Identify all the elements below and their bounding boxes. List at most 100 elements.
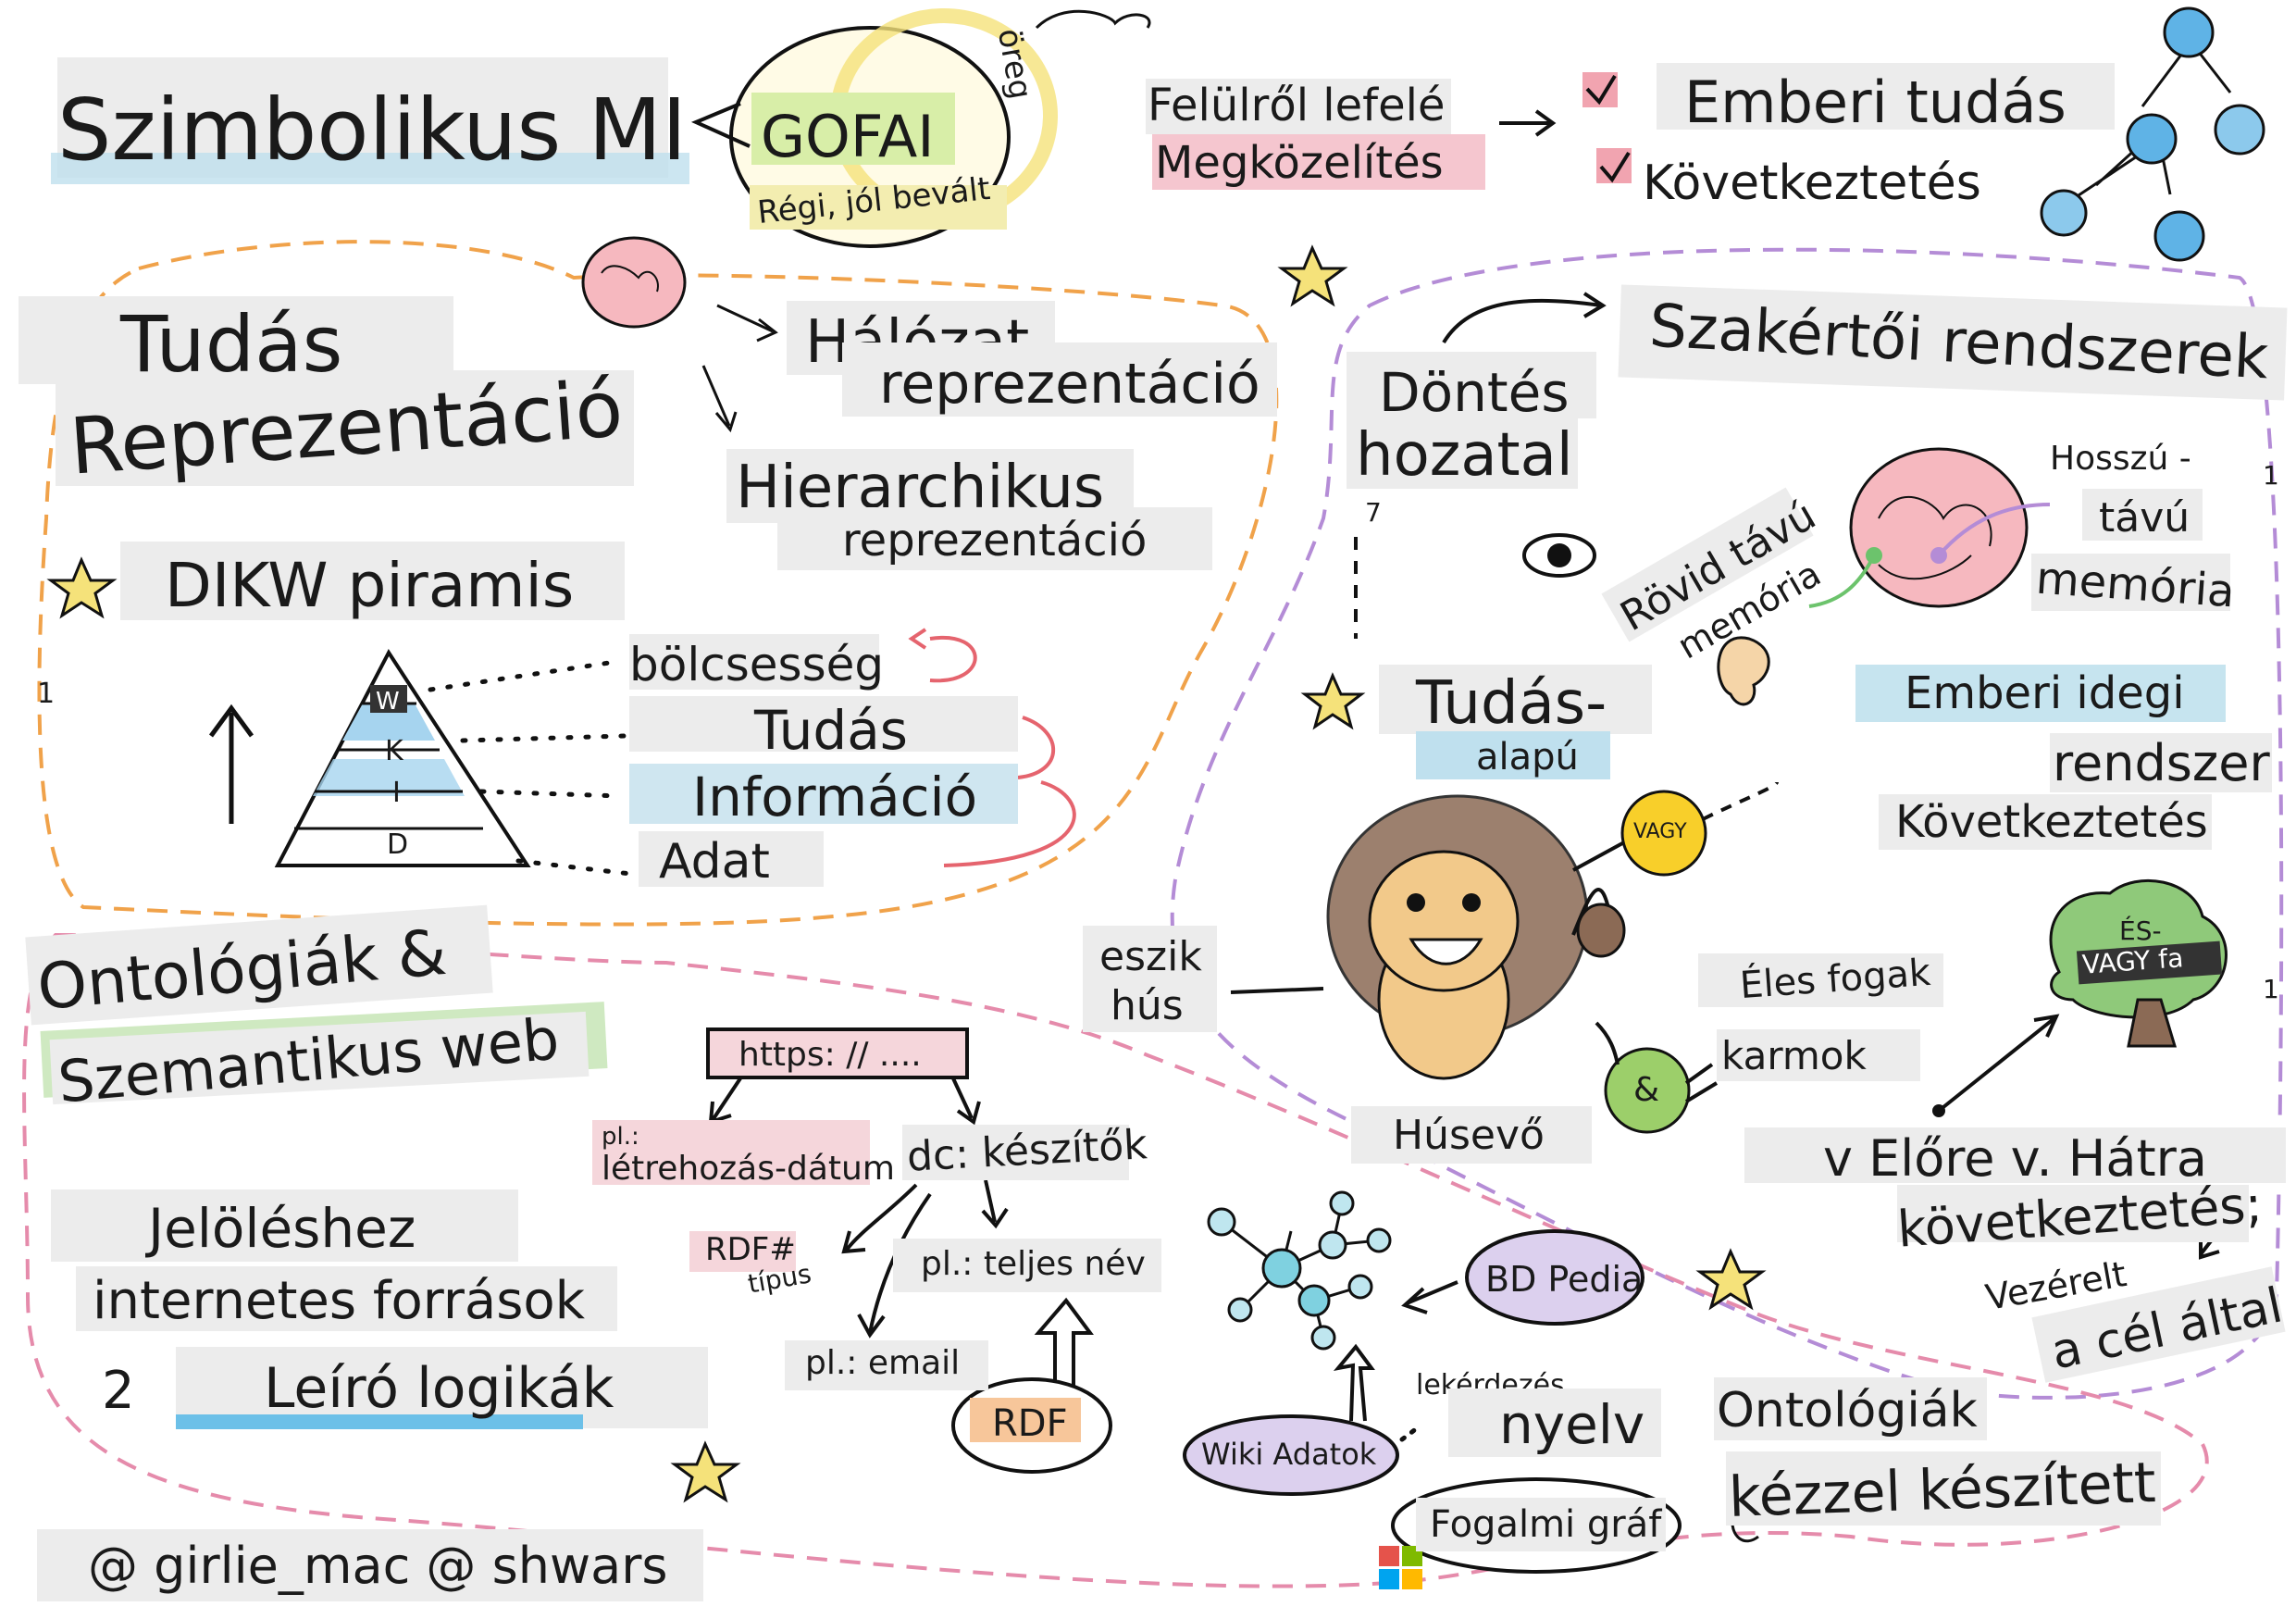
human-knowledge-highlight	[1657, 63, 2115, 130]
lion-icon	[1326, 794, 1626, 1080]
eye-icon	[1522, 533, 1596, 578]
wisdom-highlight	[629, 634, 879, 690]
logic-underline	[176, 1414, 583, 1429]
neural-1: Emberi idegi	[1905, 667, 2185, 719]
level-knowledge: Tudás	[754, 699, 908, 762]
kb-1: Tudás-	[1416, 669, 1607, 738]
chain-highlight-2	[1897, 1185, 2249, 1242]
star-icon-2	[46, 556, 118, 619]
neural-2: rendszer	[2053, 734, 2270, 792]
inference-top: Következtetés	[1643, 156, 1981, 211]
hier-label-2: reprezentáció	[842, 515, 1148, 567]
long-memory-dot	[1930, 547, 1947, 564]
chain-highlight	[1744, 1127, 2286, 1183]
dc-highlight	[902, 1125, 1129, 1180]
onto-num: 2	[102, 1361, 135, 1421]
rdf-label: RDF	[992, 1402, 1068, 1445]
arrow-url-left	[708, 1077, 742, 1125]
topdown-line1: Felülről lefelé	[1148, 80, 1446, 131]
email: pl.: email	[805, 1344, 961, 1382]
topdown-line2: Megközelítés	[1155, 137, 1444, 189]
and-label: &	[1633, 1071, 1660, 1109]
level-wisdom: bölcsesség	[629, 638, 885, 691]
dc-label: dc: készítők	[905, 1121, 1148, 1181]
curl-arrow	[1035, 9, 1151, 30]
memory-brain-icon	[1849, 447, 2029, 608]
wiki-label: Wiki Adatok	[1201, 1437, 1377, 1472]
arrow-decision-expert	[1442, 292, 1607, 344]
credits-highlight	[37, 1529, 703, 1601]
inference-expert: Következtetés	[1895, 796, 2208, 848]
title-underline	[51, 153, 689, 184]
gofai-label: GOFAI	[761, 103, 935, 170]
knowledge-graph-icon	[1207, 1190, 1392, 1351]
email-highlight	[785, 1340, 988, 1390]
eats-1: eszik	[1099, 933, 1202, 980]
hier-highlight-2	[777, 507, 1212, 570]
or-node	[1620, 790, 1707, 877]
side-mark-7: 7	[1365, 497, 1382, 528]
kb-highlight-2	[1416, 731, 1610, 779]
decision-highlight-2	[1347, 417, 1578, 489]
up-arrow	[208, 704, 254, 824]
kr-title-1: Tudás	[120, 299, 343, 390]
topdown-highlight-2	[1152, 134, 1485, 190]
data-highlight	[639, 831, 824, 887]
credits: @ girlie_mac @ shwars	[88, 1537, 668, 1595]
ontology-region-outline	[22, 932, 2209, 1588]
fullname: pl.: teljes név	[921, 1245, 1146, 1283]
arrow-wiki-graph	[1333, 1343, 1375, 1422]
carnivore-highlight	[1351, 1106, 1592, 1164]
check-icon-2	[1599, 151, 1631, 183]
markup-highlight	[51, 1189, 518, 1262]
edge-eats	[1230, 987, 1324, 994]
short-memory-link	[1808, 554, 1876, 608]
ear-icon	[1717, 636, 1770, 706]
level-information: Információ	[692, 766, 978, 828]
star-icon-1	[1277, 244, 1348, 307]
star-icon-3	[1300, 672, 1366, 730]
rdftype-1: RDF#	[705, 1231, 796, 1268]
star-icon-4	[1695, 1248, 1767, 1311]
long-memory-highlight-2	[2031, 554, 2230, 611]
dikw-title: DIKW piramis	[165, 550, 575, 621]
arrow-chain-dot	[1932, 1104, 1945, 1117]
query-2: nyelv	[1499, 1393, 1645, 1456]
human-knowledge: Emberi tudás	[1684, 68, 2066, 136]
onto-hand-highlight	[1714, 1377, 1987, 1440]
markup-1: Jelöléshez	[148, 1197, 416, 1260]
eats-2: hús	[1111, 982, 1184, 1029]
neural-highlight	[1855, 665, 2226, 722]
inference-highlight	[1879, 794, 2212, 850]
carnivore: Húsevő	[1393, 1112, 1545, 1159]
gofai-sub-highlight	[750, 185, 1007, 230]
dbpedia-bubble	[1465, 1229, 1644, 1326]
page-title: Szimbolikus MI	[57, 81, 688, 180]
pyramid-letter-w: W	[376, 688, 400, 716]
windows-logo-icon	[1379, 1546, 1422, 1589]
brain-icon	[581, 236, 687, 329]
claws: karmok	[1721, 1033, 1867, 1078]
edge-or	[1572, 841, 1625, 872]
eats-highlight	[1083, 926, 1217, 1032]
short-memory-dot	[1866, 547, 1882, 564]
tree-2: VAGY fa	[2080, 942, 2185, 980]
network-highlight-2	[842, 342, 1277, 417]
wiki-bubble	[1183, 1414, 1399, 1496]
side-mark-1b: 1	[2263, 460, 2279, 491]
check-icon-1	[1585, 74, 1617, 106]
arrow-dc-fullname	[981, 1179, 1009, 1229]
graph-label: Fogalmi gráf	[1430, 1503, 1662, 1546]
onto-hand-highlight-2	[1726, 1451, 2161, 1526]
arrow-rdf-up	[1034, 1297, 1094, 1389]
teeth-highlight	[1698, 953, 1943, 1007]
or-label: VAGY	[1633, 820, 1687, 843]
eg-1: pl.:	[602, 1123, 639, 1151]
arrow-chain-tree	[1937, 1014, 2060, 1113]
arrow-brain-hier	[701, 365, 738, 433]
pyramid-letter-d: D	[387, 828, 409, 861]
topdown-highlight-1	[1146, 79, 1451, 134]
decision-1: Döntés	[1379, 361, 1570, 424]
pyramid-letter-k: K	[385, 735, 403, 767]
kr-highlight-1	[19, 296, 453, 384]
